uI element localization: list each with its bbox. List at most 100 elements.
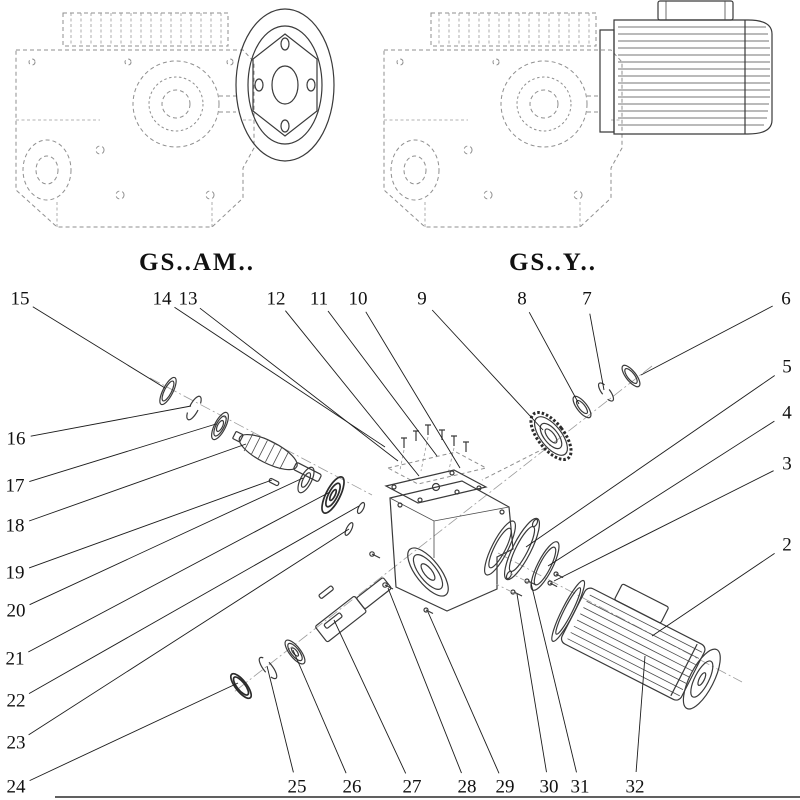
leader-line-18	[28, 443, 247, 522]
part-number-9: 9	[417, 289, 427, 310]
motor-studs	[495, 572, 537, 597]
leader-line-31	[530, 582, 577, 773]
part-number-23: 23	[7, 733, 26, 754]
leader-line-32	[635, 655, 646, 773]
part-number-18: 18	[6, 516, 25, 537]
output-flange	[235, 8, 335, 162]
part-number-29: 29	[496, 777, 515, 798]
leader-line-16	[30, 405, 192, 437]
output-seal-ring	[229, 672, 253, 700]
leader-line-9	[431, 309, 544, 431]
housing-bolt-lower	[382, 582, 394, 590]
flange-bolts	[547, 571, 564, 588]
leader-line-22	[28, 505, 360, 694]
leader-line-13	[199, 307, 399, 462]
part-number-21: 21	[6, 649, 25, 670]
part-number-22: 22	[7, 691, 26, 712]
part-number-5: 5	[782, 357, 792, 378]
leader-line-8	[528, 311, 580, 405]
leader-line-10	[365, 311, 461, 469]
part-number-11: 11	[310, 289, 328, 310]
worm-key	[268, 477, 280, 487]
gear-housing	[389, 480, 516, 612]
leader-line-26	[292, 649, 347, 774]
exploded-assembly	[149, 364, 743, 710]
leader-line-11	[327, 310, 438, 457]
part-number-8: 8	[517, 289, 527, 310]
leader-line-7	[589, 313, 605, 391]
gearbox-view-motor-mount	[383, 0, 773, 228]
gear-seal-ring	[621, 364, 641, 388]
leader-line-27	[333, 619, 407, 774]
part-number-7: 7	[582, 289, 592, 310]
leader-line-4	[547, 420, 775, 567]
model-caption-right: GS..Y..	[509, 249, 597, 276]
gearbox-view-flange-mount	[15, 8, 335, 228]
gear-circlip	[597, 382, 615, 402]
leader-line-6	[640, 305, 773, 376]
part-number-27: 27	[403, 777, 422, 798]
leader-line-5	[525, 375, 775, 548]
part-number-4: 4	[782, 403, 792, 424]
leader-line-19	[28, 479, 273, 569]
part-number-32: 32	[626, 777, 645, 798]
gearbox-body-outline-right	[383, 12, 623, 228]
leader-line-23	[28, 528, 350, 736]
leader-line-21	[28, 491, 331, 653]
part-number-28: 28	[458, 777, 477, 798]
part-number-10: 10	[349, 289, 368, 310]
part-number-15: 15	[11, 289, 30, 310]
part-number-6: 6	[781, 289, 791, 310]
small-oring	[356, 501, 366, 515]
input-circlip	[186, 395, 202, 421]
input-seal-ring	[159, 376, 177, 406]
gearbox-body-outline-left	[15, 12, 255, 228]
housing-bolt-upper	[369, 551, 381, 559]
part-number-2: 2	[782, 535, 792, 556]
input-bearing	[211, 411, 229, 441]
motor-axis-line	[497, 552, 743, 683]
leader-line-17	[29, 423, 217, 483]
part-number-20: 20	[7, 601, 26, 622]
cover-gasket	[386, 451, 488, 485]
motor-adapter-flange	[504, 517, 540, 581]
leader-line-20	[29, 477, 304, 606]
output-shaft	[315, 577, 392, 643]
helical-gear	[529, 411, 573, 461]
leader-line-25	[266, 665, 294, 773]
electric-motor-assembled	[599, 0, 773, 135]
gear-washer	[572, 395, 592, 419]
leader-line-14	[174, 306, 386, 448]
output-bearing	[284, 639, 306, 665]
part-number-24: 24	[7, 777, 27, 798]
leader-line-29	[427, 611, 500, 774]
leader-line-15	[32, 306, 166, 389]
leader-line-30	[516, 593, 547, 773]
part-number-17: 17	[6, 476, 25, 497]
inspection-cover	[384, 469, 488, 504]
worm-bearing	[297, 466, 315, 494]
part-number-16: 16	[7, 429, 26, 450]
leader-line-28	[387, 587, 462, 774]
part-number-12: 12	[267, 289, 286, 310]
leader-line-24	[29, 682, 239, 782]
worm-axis-line	[149, 377, 373, 496]
worm-shaft	[232, 431, 322, 482]
part-number-25: 25	[288, 777, 307, 798]
part-number-3: 3	[782, 454, 792, 475]
part-number-14: 14	[153, 289, 173, 310]
output-circlip	[258, 656, 278, 680]
part-number-13: 13	[179, 289, 198, 310]
part-number-30: 30	[540, 777, 559, 798]
output-key	[318, 585, 334, 599]
housing-screw	[423, 607, 434, 615]
model-caption-left: GS..AM..	[139, 249, 255, 276]
end-disc	[321, 476, 345, 514]
electric-motor-exploded	[551, 579, 721, 710]
gear-assembly-guide	[481, 447, 546, 481]
part-number-19: 19	[6, 563, 25, 584]
cover-bolts	[399, 424, 469, 475]
